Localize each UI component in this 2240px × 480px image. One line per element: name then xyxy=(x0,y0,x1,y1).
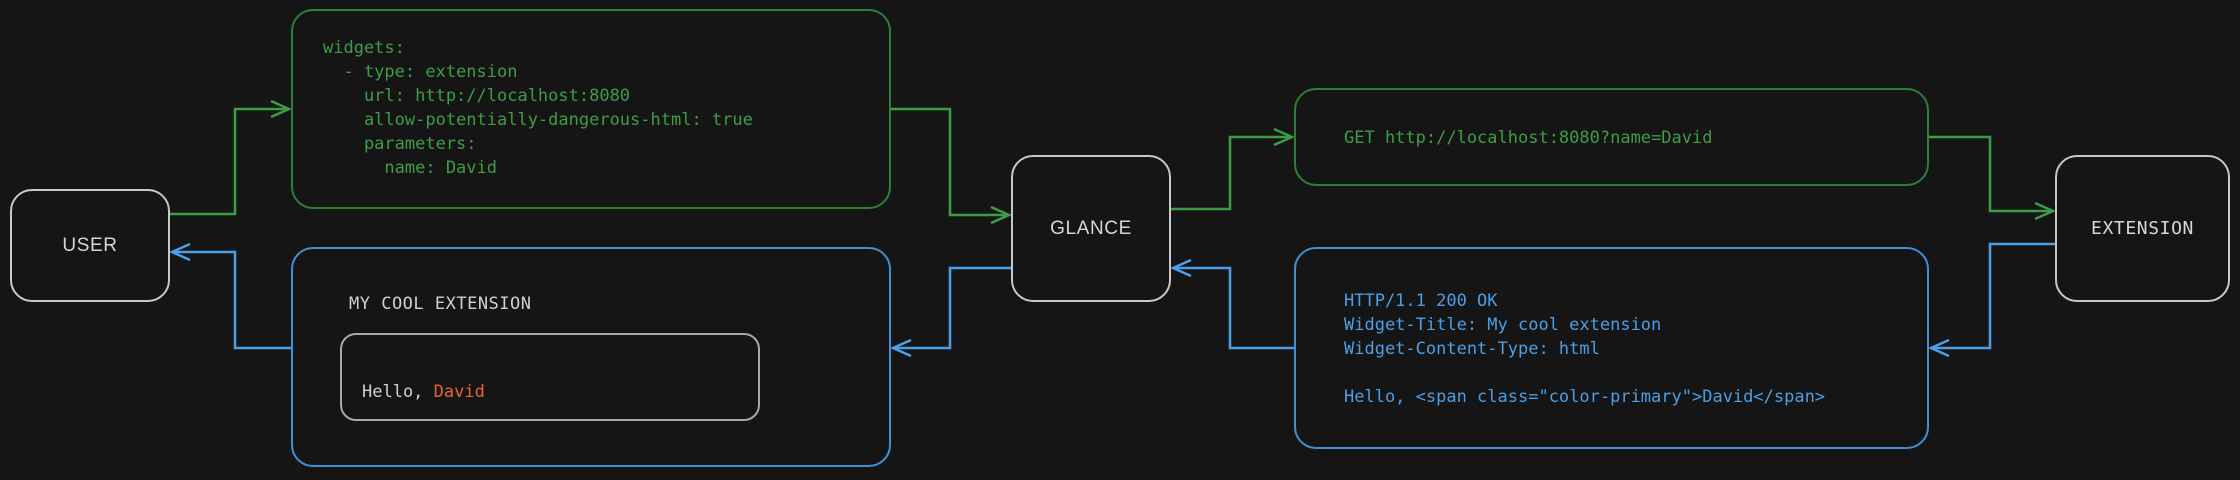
connector-glance-to-request xyxy=(1171,127,1296,211)
connector-extension-to-response xyxy=(1927,242,2055,358)
widget-greeting-prefix: Hello, xyxy=(362,382,434,402)
widget-greeting-text: Hello, David xyxy=(362,382,485,402)
node-glance-label: GLANCE xyxy=(1050,217,1132,239)
yaml-config-text: widgets: - type: extension url: http://l… xyxy=(323,38,753,178)
widget-title: MY COOL EXTENSION xyxy=(349,294,532,314)
http-response-text: HTTP/1.1 200 OK Widget-Title: My cool ex… xyxy=(1344,291,1826,407)
node-user[interactable]: USER xyxy=(10,189,170,302)
panel-yaml-config: widgets: - type: extension url: http://l… xyxy=(291,9,891,209)
node-extension[interactable]: EXTENSION xyxy=(2055,155,2230,302)
connector-request-to-extension xyxy=(1929,135,2057,221)
connector-glance-to-widget xyxy=(889,266,1011,358)
http-request-text: GET http://localhost:8080?name=David xyxy=(1344,128,1713,148)
node-user-label: USER xyxy=(62,234,118,256)
connector-yaml-to-glance xyxy=(891,107,1013,225)
panel-http-response: HTTP/1.1 200 OK Widget-Title: My cool ex… xyxy=(1294,247,1929,449)
node-glance[interactable]: GLANCE xyxy=(1011,155,1171,302)
connector-widget-to-user xyxy=(168,242,291,350)
node-extension-label: EXTENSION xyxy=(2091,218,2194,239)
panel-http-request: GET http://localhost:8080?name=David xyxy=(1294,88,1929,186)
connector-user-to-yaml xyxy=(170,99,293,216)
panel-rendered-widget: MY COOL EXTENSION Hello, David xyxy=(291,247,891,467)
widget-content-card: Hello, David xyxy=(340,333,760,421)
widget-greeting-accent: David xyxy=(433,382,485,402)
connector-response-to-glance xyxy=(1169,258,1294,350)
